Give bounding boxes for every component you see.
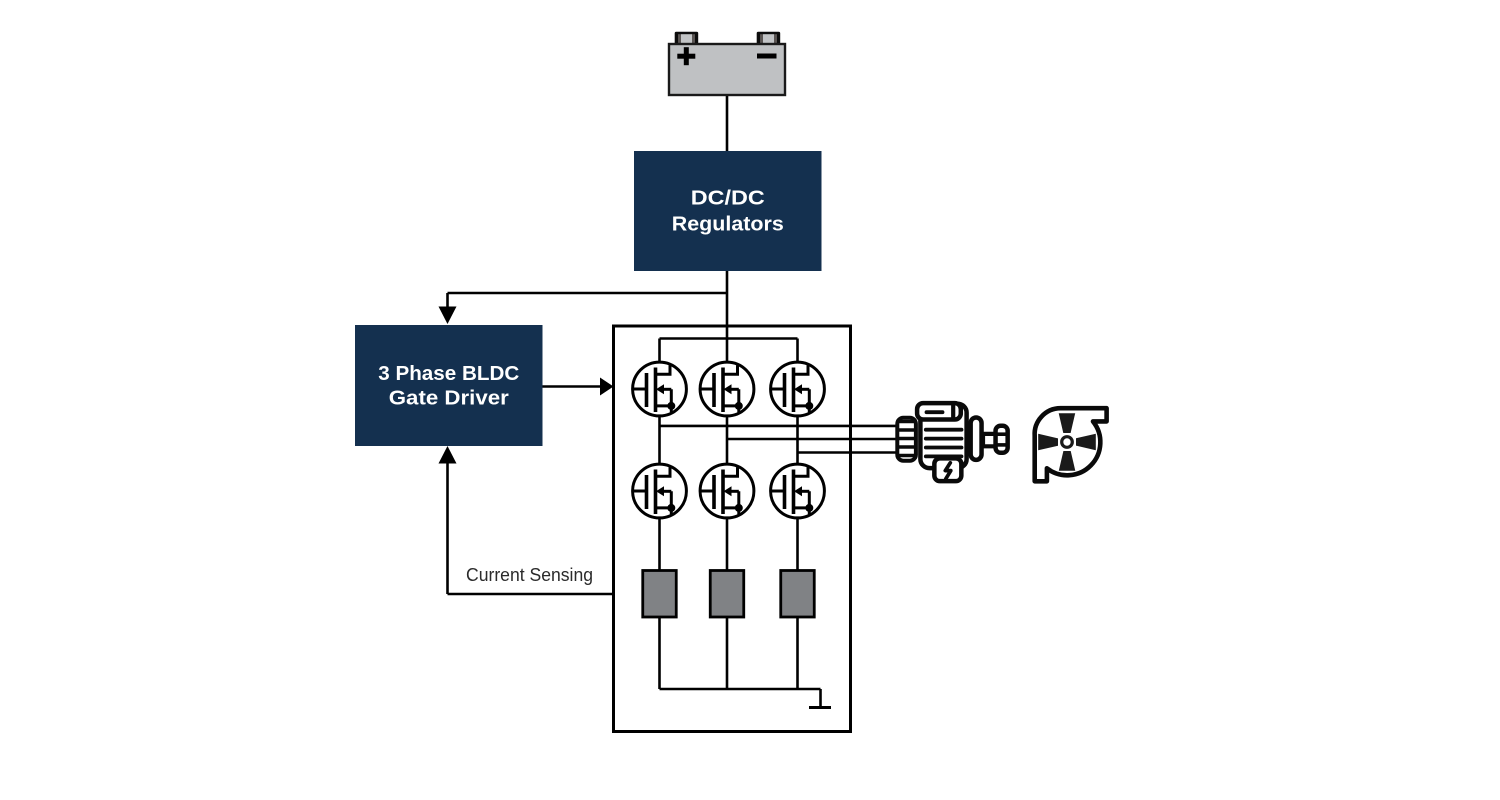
svg-text:Gate Driver: Gate Driver <box>389 387 509 410</box>
svg-text:DC/DC: DC/DC <box>691 187 765 210</box>
svg-text:3 Phase BLDC: 3 Phase BLDC <box>378 362 519 385</box>
svg-text:Regulators: Regulators <box>672 213 784 236</box>
svg-text:Current Sensing: Current Sensing <box>466 565 593 585</box>
